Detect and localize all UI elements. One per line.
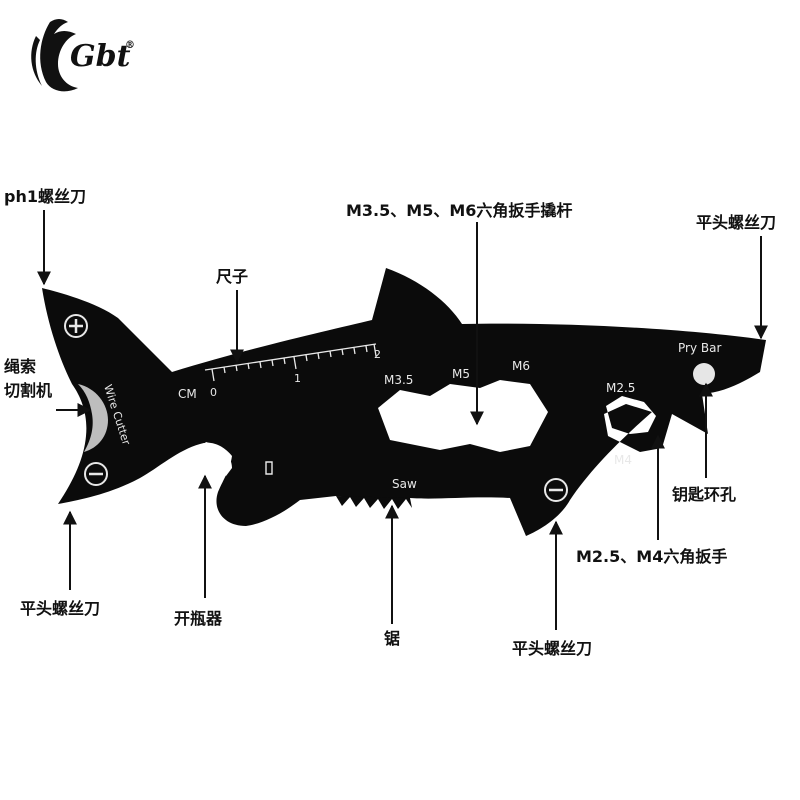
brand-name: Gbt (70, 39, 131, 74)
label-small-hex-wrench: M2.5、M4六角扳手 (576, 547, 727, 566)
callout-arrows (37, 210, 768, 630)
rope-cutter-notch (78, 384, 108, 452)
phillips-mark-icon (64, 314, 88, 338)
label-hex-wrench-lever: M3.5、M5、M6六角扳手撬杆 (346, 201, 572, 220)
bottle-icon (265, 461, 273, 475)
label-keyring-hole: 钥匙环孔 (672, 485, 736, 504)
label-rope-cutter-2: 切割机 (4, 381, 52, 400)
shark-tool: Wire Cutter CM 0 1 2 M3.5 M5 M6 M2.5 M4 … (42, 268, 766, 536)
etch-m5: M5 (452, 367, 470, 381)
label-flat-screwdriver-left: 平头螺丝刀 (20, 599, 100, 618)
etch-pry-bar: Pry Bar (678, 341, 721, 355)
etch-saw: Saw (392, 477, 417, 491)
bottle-opener-slot (196, 442, 232, 476)
label-flat-screwdriver-right: 平头螺丝刀 (696, 213, 776, 232)
eagle-wing-icon (31, 36, 42, 86)
etch-m4: M4 (614, 453, 632, 467)
ruler-scale (204, 343, 377, 382)
etch-tick-0: 0 (210, 386, 217, 399)
slotted-mark-icon-bottom (544, 478, 568, 502)
label-ph1-screwdriver: ph1螺丝刀 (4, 187, 86, 206)
label-flat-screwdriver-bottom: 平头螺丝刀 (512, 639, 592, 658)
etch-cm: CM (178, 387, 197, 401)
eagle-logo-icon (40, 19, 78, 92)
etch-m25: M2.5 (606, 381, 635, 395)
etch-m6: M6 (512, 359, 530, 373)
label-saw: 锯 (384, 629, 400, 648)
slotted-mark-icon-left (84, 462, 108, 486)
etch-tick-1: 1 (294, 372, 301, 385)
plus-icon (69, 319, 83, 333)
keyring-hole (693, 363, 715, 385)
label-rope-cutter-1: 绳索 (4, 357, 36, 376)
etch-m35: M3.5 (384, 373, 413, 387)
label-bottle-opener: 开瓶器 (174, 609, 223, 628)
label-ruler: 尺子 (216, 267, 248, 286)
saw-teeth (336, 496, 412, 509)
shark-body (42, 268, 766, 536)
brand-registered-mark: ® (125, 40, 135, 51)
brand-logo: Gbt ® (31, 19, 135, 92)
etch-tick-2: 2 (374, 348, 381, 361)
